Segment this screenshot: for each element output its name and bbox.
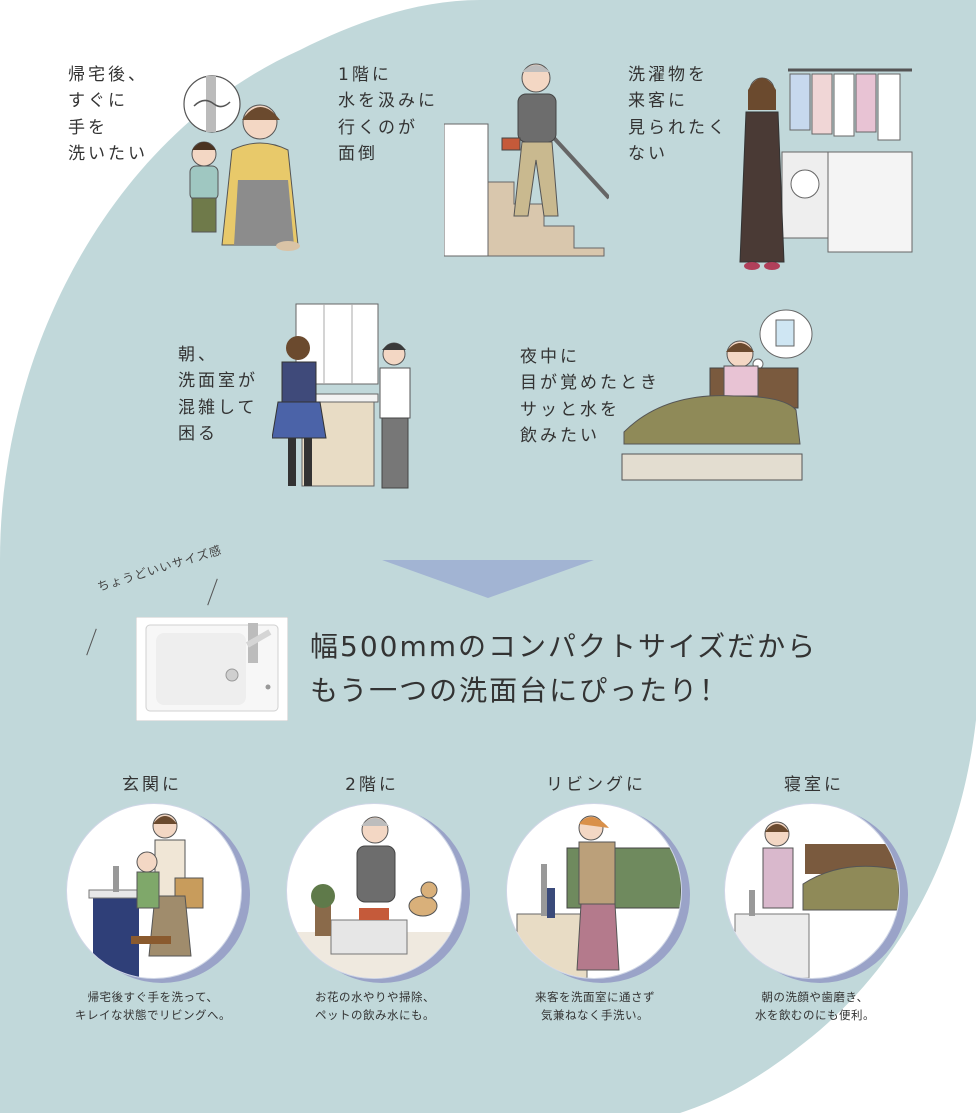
place-1-label: 玄関に — [122, 775, 182, 795]
place-1-circle — [66, 803, 250, 983]
scene-3-illustration — [739, 68, 913, 270]
place-1-caption: 帰宅後すぐ手を洗って、 キレイな状態でリビングへ。 — [48, 988, 258, 1025]
place-3-caption-line-2: 気兼ねなく手洗い。 — [541, 1008, 649, 1023]
place-4-caption-line-1: 朝の洗顔や歯磨き、 — [761, 990, 869, 1004]
scene-3-text: 洗濯物を 来客に 見られたく ない — [628, 62, 728, 167]
place-4-label: 寝室に — [784, 775, 844, 795]
scene-5-line-1: 夜中に — [520, 347, 580, 367]
scene-2-text: 1階に 水を汲みに 行くのが 面倒 — [338, 62, 438, 167]
place-4-illustration — [734, 821, 899, 978]
scene-5-line-2: 目が覚めたとき — [520, 373, 660, 394]
scene-1-illustration — [183, 75, 300, 251]
down-triangle-icon — [382, 560, 594, 598]
scene-1-line-3: 手を — [68, 117, 108, 138]
place-2-circle — [286, 803, 470, 983]
place-3-caption-line-1: 来客を洗面室に通さず — [535, 990, 655, 1004]
scene-5-line-3: サッと水を — [520, 399, 620, 420]
product-headline: 幅500mmのコンパクトサイズだから もう一つの洗面台にぴったり！ — [310, 625, 817, 713]
scene-4-illustration — [272, 303, 411, 489]
scene-2-illustration — [444, 63, 609, 257]
scene-3-line-3: 見られたく — [628, 117, 728, 138]
scene-4-text: 朝、 洗面室が 混雑して 困る — [178, 342, 258, 447]
place-2-illustration — [287, 816, 461, 978]
scene-2-line-2: 水を汲みに — [338, 91, 438, 112]
place-1-caption-line-2: キレイな状態でリビングへ。 — [75, 1008, 231, 1023]
scene-3-line-1: 洗濯物を — [628, 65, 708, 85]
place-4-circle — [724, 803, 908, 983]
scene-4-line-4: 困る — [178, 424, 218, 445]
scene-1-line-1: 帰宅後、 — [68, 65, 148, 85]
headline-line-2: もう一つの洗面台にぴったり！ — [310, 674, 730, 707]
scene-5-line-4: 飲みたい — [520, 426, 600, 447]
scene-2-line-1: 1階に — [338, 65, 392, 85]
place-2-caption-line-1: お花の水やりや掃除、 — [315, 990, 435, 1004]
scene-1-line-2: すぐに — [68, 91, 128, 112]
headline-line-1: 幅500mmのコンパクトサイズだから — [310, 630, 818, 663]
scene-1-text: 帰宅後、 すぐに 手を 洗いたい — [68, 62, 148, 167]
scene-2-line-3: 行くのが — [338, 117, 418, 138]
place-2-caption-line-2: ペットの飲み水にも。 — [315, 1008, 435, 1023]
scene-5-text: 夜中に 目が覚めたとき サッと水を 飲みたい — [520, 344, 660, 449]
place-4-caption-line-2: 水を飲むのにも便利。 — [755, 1008, 875, 1023]
place-1-caption-line-1: 帰宅後すぐ手を洗って、 — [87, 990, 219, 1004]
scene-3-line-2: 来客に — [628, 91, 688, 112]
place-1-illustration — [88, 813, 204, 978]
scene-2-line-4: 面倒 — [338, 144, 378, 165]
scene-5-illustration — [621, 309, 813, 481]
place-2-label: 2階に — [345, 775, 399, 795]
place-2-caption: お花の水やりや掃除、 ペットの飲み水にも。 — [270, 988, 480, 1025]
scene-3-line-4: ない — [628, 144, 668, 165]
scene-4-line-2: 洗面室が — [178, 371, 258, 392]
compact-sink-image — [136, 617, 288, 721]
scene-4-line-1: 朝、 — [178, 345, 218, 365]
place-3-label: リビングに — [546, 775, 646, 795]
place-3-circle — [506, 803, 690, 983]
place-3-illustration — [516, 815, 681, 978]
place-4-caption: 朝の洗顔や歯磨き、 水を飲むのにも便利。 — [710, 988, 920, 1025]
scene-1-line-4: 洗いたい — [68, 144, 148, 165]
scene-4-line-3: 混雑して — [178, 397, 258, 418]
place-3-caption: 来客を洗面室に通さず 気兼ねなく手洗い。 — [490, 988, 700, 1025]
